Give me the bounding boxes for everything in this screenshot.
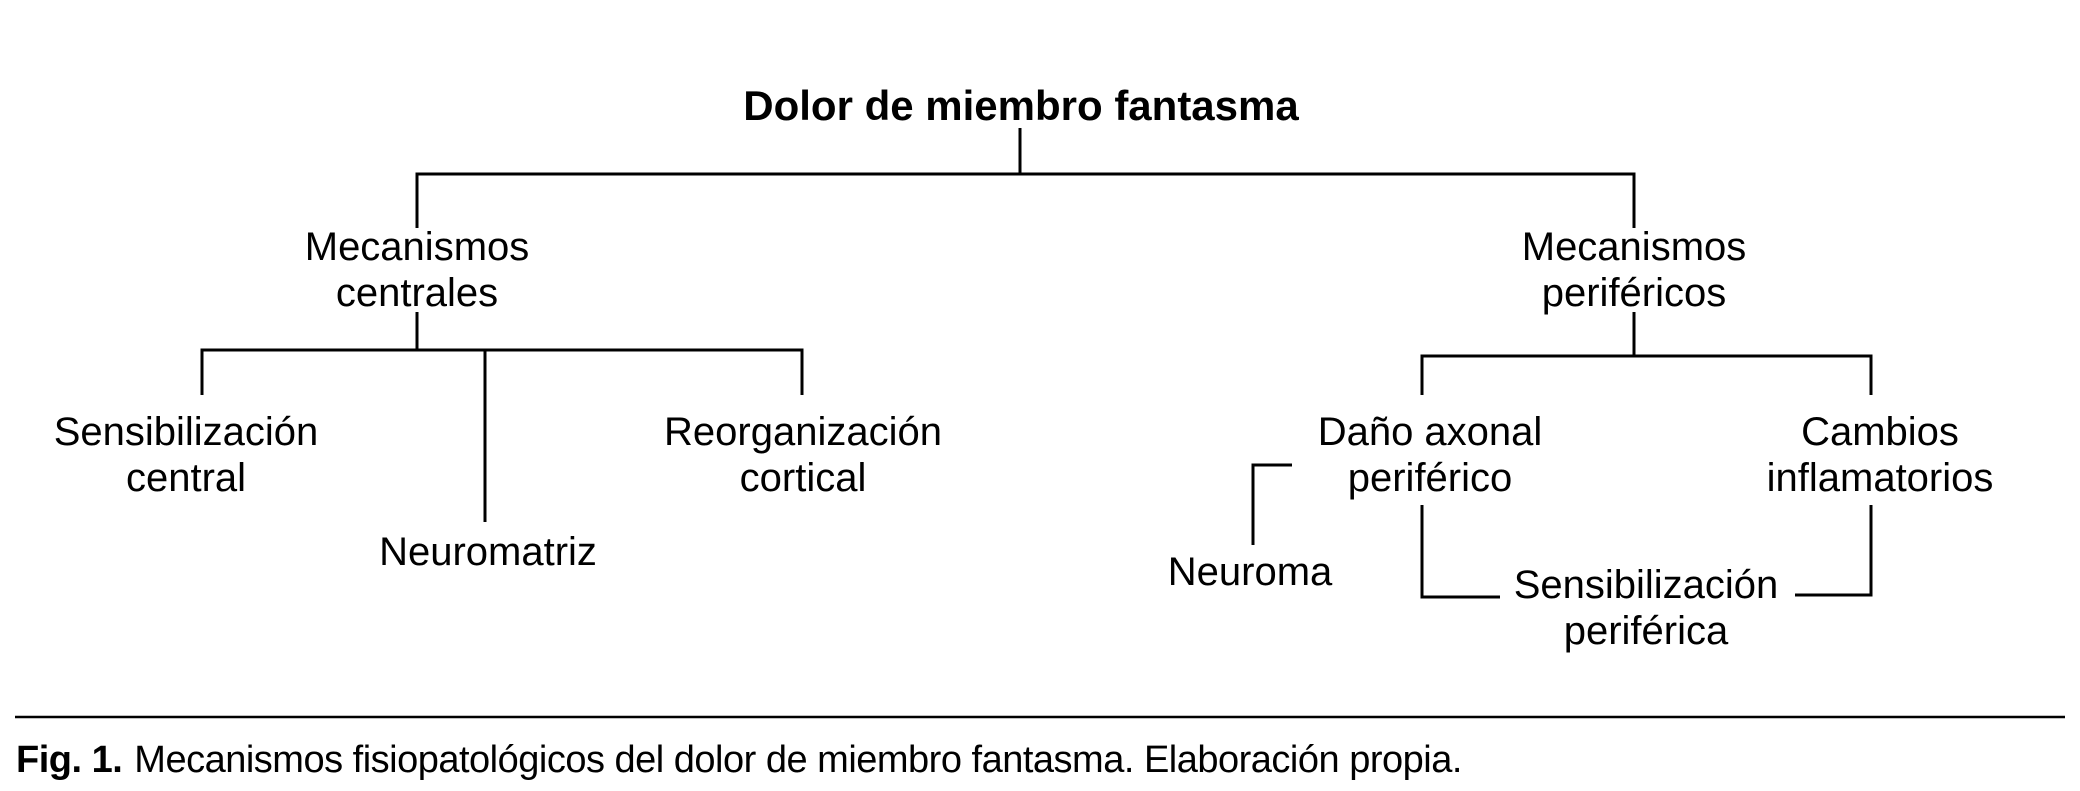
- connector-sens-peripheral-left: [1420, 505, 1500, 599]
- node-peripheral-mechanisms-line1: Mecanismos: [1521, 225, 1747, 269]
- node-inflammatory-changes-line2: inflamatorios: [1766, 456, 1994, 500]
- node-axonal-damage: Daño axonal periférico: [1318, 409, 1543, 501]
- connector-level1: [415, 172, 1636, 228]
- node-peripheral-sensitization-line2: periférica: [1563, 609, 1729, 653]
- figure-caption-label: Fig. 1.: [16, 739, 123, 781]
- node-peripheral-sensitization-line1: Sensibilización: [1513, 563, 1779, 607]
- node-neuroma: Neuroma: [1167, 550, 1333, 594]
- node-axonal-damage-line1: Daño axonal: [1317, 410, 1543, 454]
- node-cortical-reorganization-line2: cortical: [739, 456, 867, 500]
- node-central-mechanisms: Mecanismos centrales: [305, 224, 530, 316]
- figure-caption-text: Mecanismos fisiopatológicos del dolor de…: [134, 739, 1462, 781]
- node-neuromatrix: Neuromatriz: [379, 530, 597, 574]
- connector-level2-left: [200, 348, 804, 395]
- node-axonal-damage-line2: periférico: [1347, 456, 1513, 500]
- node-central-mechanisms-line1: Mecanismos: [304, 225, 530, 269]
- node-peripheral-mechanisms-line2: periféricos: [1541, 271, 1727, 315]
- figure-caption: Fig. 1. Mecanismos fisiopatológicos del d…: [16, 739, 1462, 782]
- node-central-sensitization: Sensibilización central: [54, 409, 319, 501]
- node-central-mechanisms-line2: centrales: [335, 271, 499, 315]
- node-peripheral-sensitization: Sensibilización periférica: [1514, 562, 1779, 654]
- connector-neuroma-bracket: [1251, 463, 1292, 545]
- node-cortical-reorganization-line1: Reorganización: [664, 410, 942, 454]
- node-cortical-reorganization: Reorganización cortical: [664, 409, 942, 501]
- node-central-sensitization-line2: central: [125, 456, 247, 500]
- connector-level2-right: [1420, 354, 1873, 395]
- node-inflammatory-changes: Cambios inflamatorios: [1767, 409, 1994, 501]
- node-central-sensitization-line1: Sensibilización: [53, 410, 319, 454]
- connector-sens-peripheral-right: [1795, 505, 1873, 597]
- node-peripheral-mechanisms: Mecanismos periféricos: [1522, 224, 1747, 316]
- diagram-title: Dolor de miembro fantasma: [743, 82, 1299, 129]
- node-inflammatory-changes-line1: Cambios: [1801, 410, 1959, 454]
